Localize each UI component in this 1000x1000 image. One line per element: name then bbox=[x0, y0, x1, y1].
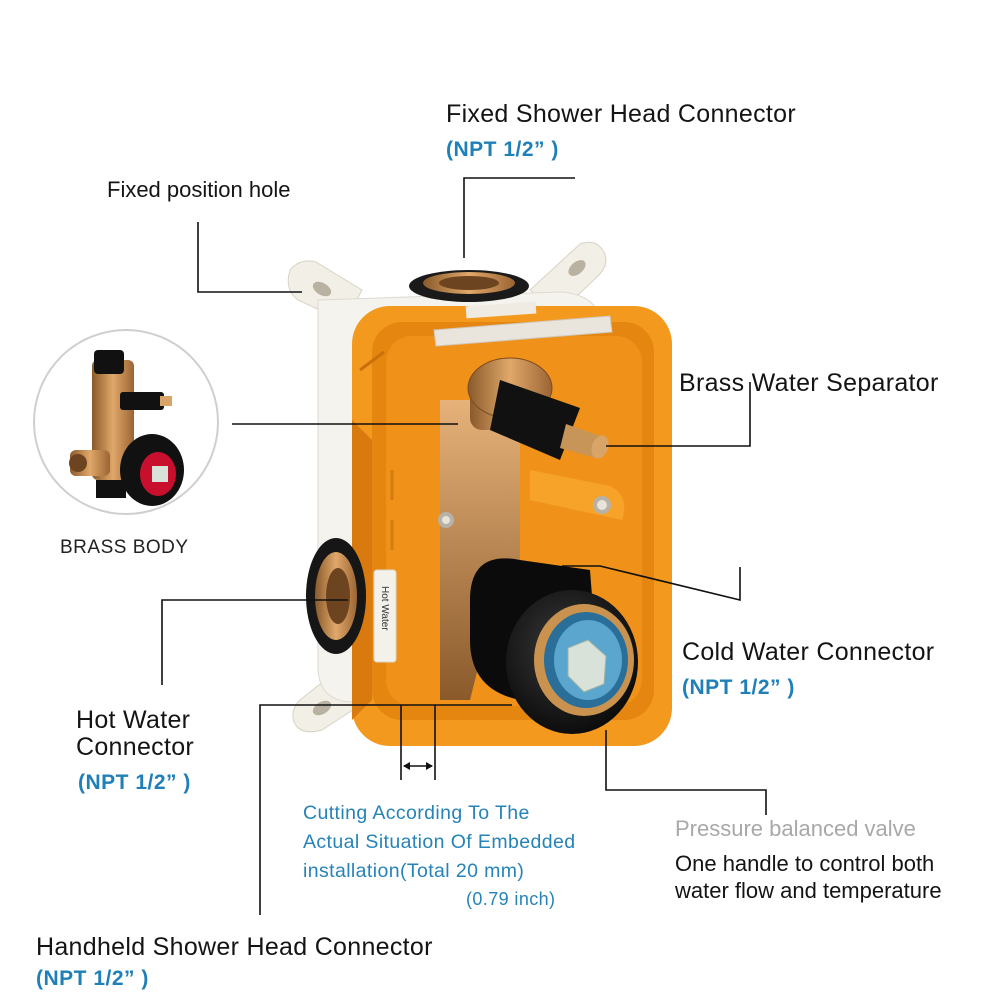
fixed-position-hole-label: Fixed position hole bbox=[107, 177, 291, 202]
pressure-valve-label: Pressure balanced valve bbox=[675, 816, 916, 841]
leader-lines bbox=[161, 177, 767, 915]
cutting-note-line1: Cutting According To The bbox=[303, 802, 530, 824]
hot-water-label-line2: Connector bbox=[76, 733, 195, 761]
fixed-shower-head-npt: (NPT 1/2” ) bbox=[446, 138, 559, 161]
brass-water-separator-label: Brass Water Separator bbox=[679, 369, 939, 397]
fixed-shower-head-label: Fixed Shower Head Connector bbox=[446, 100, 796, 128]
handheld-label: Handheld Shower Head Connector bbox=[36, 933, 433, 961]
handheld-npt: (NPT 1/2” ) bbox=[36, 967, 149, 990]
hot-water-sticker: Hot Water bbox=[379, 586, 390, 631]
brass-body-internal bbox=[440, 357, 609, 700]
handle-note-line1: One handle to control both bbox=[675, 851, 935, 876]
valve-cartridge bbox=[470, 558, 638, 734]
cutting-note-line3: installation(Total 20 mm) bbox=[303, 860, 525, 882]
brass-body-inset bbox=[33, 329, 219, 515]
cutting-note-line4: (0.79 inch) bbox=[466, 889, 556, 909]
handle-note-line2: water flow and temperature bbox=[675, 878, 942, 903]
cold-water-npt: (NPT 1/2” ) bbox=[682, 676, 795, 699]
hot-water-label-line1: Hot Water bbox=[76, 706, 191, 734]
hot-inlet: Hot Water bbox=[306, 538, 397, 663]
top-outlet bbox=[409, 270, 529, 302]
hot-water-npt: (NPT 1/2” ) bbox=[78, 771, 191, 794]
dimension-arrows bbox=[403, 762, 433, 770]
cutting-note-line2: Actual Situation Of Embedded bbox=[303, 831, 576, 853]
orange-bosses bbox=[438, 470, 625, 528]
brass-body-label: BRASS BODY bbox=[60, 537, 189, 558]
cold-water-label: Cold Water Connector bbox=[682, 638, 935, 666]
